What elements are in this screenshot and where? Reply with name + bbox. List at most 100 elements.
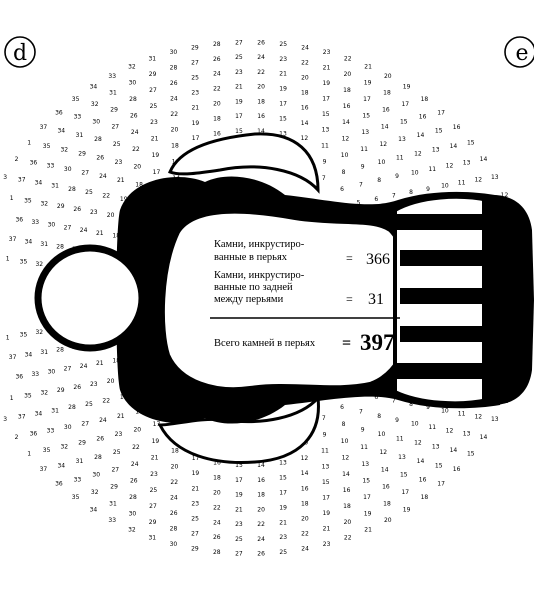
stone-number: 19	[235, 492, 243, 499]
stone-number: 37	[40, 466, 48, 473]
label-e-text: e	[515, 41, 528, 66]
stone-number: 21	[235, 84, 243, 91]
stone-number: 13	[279, 460, 287, 467]
stone-number: 20	[133, 427, 141, 434]
stone-number: 9	[426, 186, 430, 193]
stone-number: 35	[43, 143, 51, 150]
stone-number: 35	[72, 96, 80, 103]
stone-number: 18	[213, 115, 221, 122]
stone-number: 14	[381, 467, 389, 474]
stone-number: 30	[64, 424, 72, 431]
stone-number: 32	[35, 329, 43, 336]
stone-number: 22	[132, 444, 140, 451]
stone-number: 36	[55, 109, 63, 116]
stone-number: 23	[323, 49, 331, 56]
stone-number: 12	[446, 427, 454, 434]
stone-number: 19	[403, 84, 411, 91]
stone-number: 23	[323, 541, 331, 548]
stone-number: 21	[96, 360, 104, 367]
stone-number: 29	[149, 71, 157, 78]
stone-number: 21	[96, 230, 104, 237]
stone-number: 24	[257, 54, 265, 61]
stone-number: 30	[129, 510, 137, 517]
stone-number: 13	[432, 443, 440, 450]
stone-number: 15	[400, 118, 408, 125]
stone-number: 22	[170, 111, 178, 118]
stone-number: 14	[342, 471, 350, 478]
stone-number: 29	[149, 519, 157, 526]
stone-number: 32	[35, 261, 43, 268]
stone-number: 36	[15, 374, 23, 381]
stone-number: 23	[191, 90, 199, 97]
stone-number: 33	[74, 476, 82, 483]
stone-number: 21	[151, 135, 159, 142]
stone-number: 36	[30, 159, 38, 166]
stone-number: 26	[257, 551, 265, 558]
stone-number: 26	[257, 39, 265, 46]
stone-number: 27	[111, 124, 119, 131]
stone-number: 28	[129, 96, 137, 103]
stone-number: 10	[441, 183, 449, 190]
stone-number: 16	[419, 114, 427, 121]
stone-number: 25	[191, 74, 199, 81]
stone-number: 35	[24, 198, 32, 205]
stone-number: 28	[56, 244, 64, 251]
stone-number: 18	[257, 492, 265, 499]
stone-number: 11	[396, 436, 404, 443]
stone-number: 15	[400, 472, 408, 479]
stone-number: 30	[64, 166, 72, 173]
stone-number: 7	[322, 415, 326, 422]
stone-number: 16	[453, 466, 461, 473]
stone-number: 19	[152, 438, 160, 445]
stone-number: 16	[257, 113, 265, 120]
stone-number: 21	[279, 71, 287, 78]
stone-number: 18	[383, 501, 391, 508]
stone-number: 16	[343, 103, 351, 110]
stone-number: 25	[113, 141, 121, 148]
stone-number: 26	[96, 154, 104, 161]
stone-number: 26	[73, 206, 81, 213]
stone-number: 35	[72, 494, 80, 501]
stone-number: 25	[235, 54, 243, 61]
label-e: e	[505, 37, 534, 67]
stone-number: 24	[170, 495, 178, 502]
stone-number: 22	[257, 69, 265, 76]
stone-number: 26	[213, 56, 221, 63]
stone-number: 24	[301, 546, 309, 553]
stone-number: 25	[279, 41, 287, 48]
stone-number: 22	[170, 479, 178, 486]
stone-number: 16	[301, 485, 309, 492]
stone-number: 8	[409, 189, 413, 196]
stone-number: 37	[18, 413, 26, 420]
stone-number: 18	[301, 501, 309, 508]
stone-number: 14	[480, 156, 488, 163]
stone-number: 12	[379, 449, 387, 456]
stone-number: 28	[170, 65, 178, 72]
stone-number: 20	[257, 84, 265, 91]
stone-number: 8	[342, 169, 346, 176]
stone-number: 27	[149, 87, 157, 94]
stone-number: 10	[441, 407, 449, 414]
stone-number: 23	[235, 69, 243, 76]
stone-number: 24	[131, 129, 139, 136]
stone-number: 20	[384, 73, 392, 80]
stone-number: 15	[279, 115, 287, 122]
stone-number: 19	[322, 510, 330, 517]
stone-number: 1	[10, 395, 14, 402]
stone-number: 34	[25, 238, 33, 245]
stone-number: 1	[27, 140, 31, 147]
stone-number: 35	[43, 447, 51, 454]
stone-number: 13	[491, 174, 499, 181]
stone-number: 26	[130, 112, 138, 119]
stone-number: 18	[171, 448, 179, 455]
stone-number: 14	[417, 132, 425, 139]
stone-number: 17	[279, 490, 287, 497]
stone-number: 20	[301, 516, 309, 523]
stone-number: 12	[446, 163, 454, 170]
stone-number: 25	[191, 516, 199, 523]
stone-number: 12	[474, 177, 482, 184]
stone-number: 22	[102, 192, 110, 199]
stone-number: 19	[235, 98, 243, 105]
stone-number: 17	[437, 481, 445, 488]
stone-number: 34	[25, 352, 33, 359]
